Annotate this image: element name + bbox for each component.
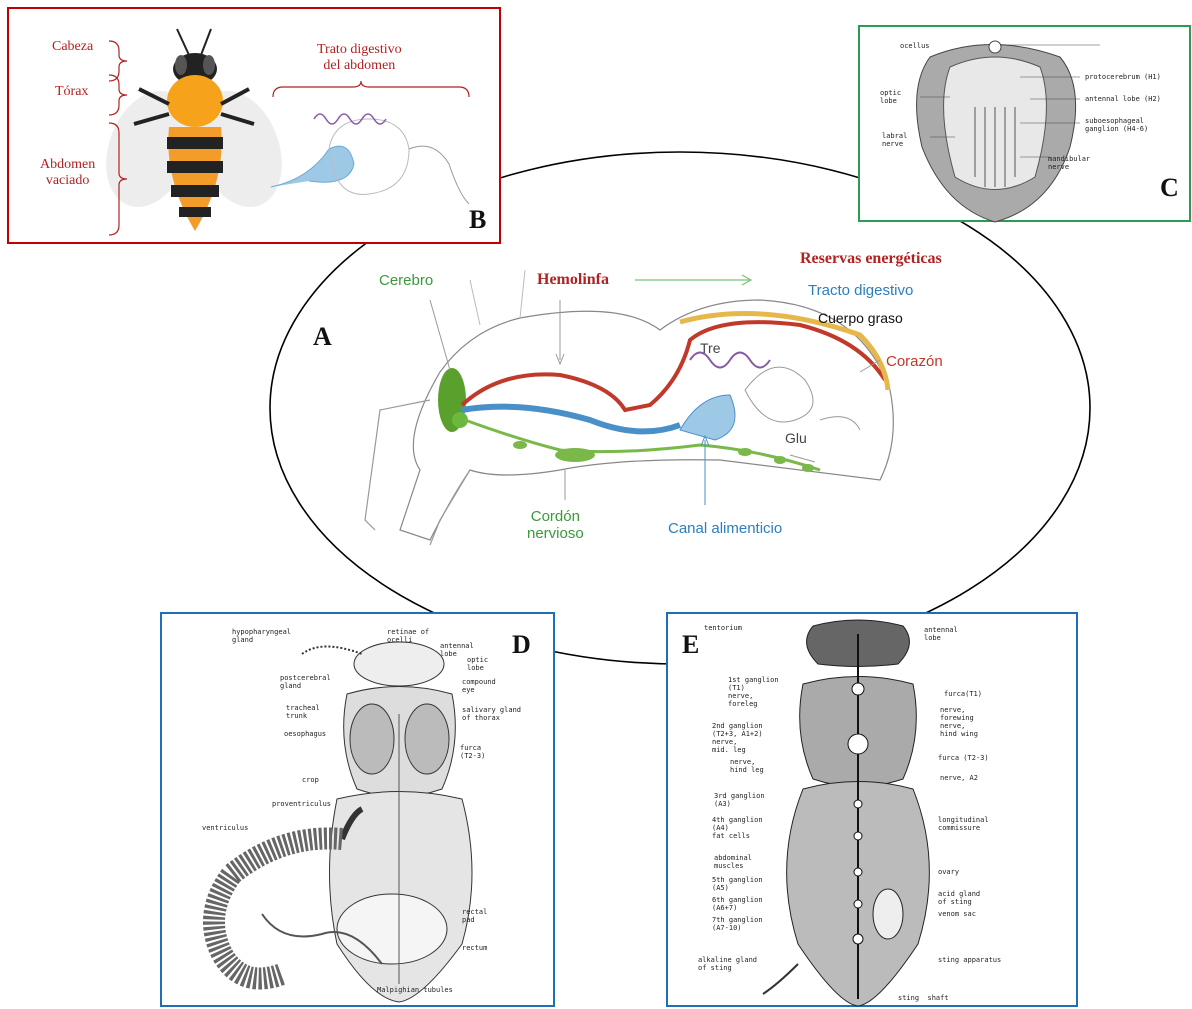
label-d-compound-eye: compound eye: [462, 678, 496, 694]
label-e-sting-shaft: sting shaft: [898, 994, 949, 1002]
label-d-hypopharyngeal: hypopharyngeal gland: [232, 628, 291, 644]
label-cabeza: Cabeza: [52, 39, 93, 55]
label-e-furca-t23: furca (T2-3): [938, 754, 989, 762]
label-abdomen-line1: Abdomen: [40, 157, 95, 173]
label-trato: Trato digestivo del abdomen: [317, 42, 402, 74]
label-e-nerve-wings: nerve, forewing nerve, hind wing: [940, 706, 978, 738]
panel-e: tentorium 1st ganglion (T1) nerve, forel…: [666, 612, 1078, 1007]
label-cordon: Cordón nervioso: [527, 508, 584, 542]
label-antennal-lobe-c: antennal lobe (H2): [1085, 95, 1161, 103]
label-labral-nerve: labral nerve: [882, 132, 907, 148]
label-e-commissure: longitudinal commissure: [938, 816, 989, 832]
label-protocerebrum: protocerebrum (H1): [1085, 73, 1161, 81]
label-canal: Canal alimenticio: [668, 520, 782, 537]
label-e-tentorium: tentorium: [704, 624, 742, 632]
label-d-proventriculus: proventriculus: [272, 800, 331, 808]
label-e-acid-gland: acid gland of sting: [938, 890, 980, 906]
label-e-furca-t1: furca(T1): [944, 690, 982, 698]
panel-c: ocellus optic lobe protocerebrum (H1) an…: [858, 25, 1191, 222]
label-e-abdominal-muscles: abdominal muscles: [714, 854, 752, 870]
label-mandibular: mandibular nerve: [1048, 155, 1090, 171]
bee-digestive-diagram: [162, 614, 557, 1009]
label-cordon-line1: Cordón: [527, 508, 584, 525]
label-cuerpo-graso: Cuerpo graso: [818, 310, 903, 326]
label-d-furca: furca (T2-3): [460, 744, 485, 760]
label-e-ganglion-1: 1st ganglion (T1) nerve, foreleg: [728, 676, 779, 708]
panel-a-letter: A: [313, 322, 332, 352]
label-torax: Tórax: [55, 84, 88, 100]
label-e-alkaline: alkaline gland of sting: [698, 956, 757, 972]
label-e-sting-apparatus: sting apparatus: [938, 956, 1001, 964]
label-reservas: Reservas energéticas: [800, 250, 942, 268]
bee-nervous-diagram: [668, 614, 1080, 1009]
label-e-ganglion-5: 5th ganglion (A5): [712, 876, 763, 892]
label-subesophageal: suboesophageal ganglion (H4-6): [1085, 117, 1148, 133]
label-abdomen-line2: vaciado: [40, 173, 95, 189]
label-abdomen: Abdomen vaciado: [40, 157, 95, 189]
label-e-ganglion-4: 4th ganglion (A4) fat cells: [712, 816, 763, 840]
label-e-ganglion-6: 6th ganglion (A6+7): [712, 896, 763, 912]
label-d-retinae: retinae of ocelli: [387, 628, 429, 644]
label-tre: Tre: [700, 340, 720, 356]
label-glu: Glu: [785, 430, 807, 446]
label-ocellus: ocellus: [900, 42, 930, 50]
label-d-optic: optic lobe: [467, 656, 488, 672]
label-d-oesophagus: oesophagus: [284, 730, 326, 738]
label-tracto: Tracto digestivo: [808, 282, 913, 299]
panel-b: Cabeza Tórax Abdomen vaciado Trato diges…: [7, 7, 501, 244]
label-d-ventriculus: ventriculus: [202, 824, 248, 832]
panel-c-letter: C: [1160, 173, 1179, 203]
label-e-ganglion-3: 3rd ganglion (A3): [714, 792, 765, 808]
label-d-rectal-pad: rectal pad: [462, 908, 487, 924]
label-hemolinfa: Hemolinfa: [537, 271, 609, 289]
label-e-ganglion-2: 2nd ganglion (T2+3, A1+2) nerve, mid. le…: [712, 722, 763, 754]
label-trato-line2: del abdomen: [317, 58, 402, 74]
label-corazon: Corazón: [886, 353, 943, 370]
label-cerebro: Cerebro: [379, 272, 433, 289]
label-optic-lobe-c: optic lobe: [880, 89, 901, 105]
label-e-venom-sac: venom sac: [938, 910, 976, 918]
label-e-nerve-a2: nerve, A2: [940, 774, 978, 782]
panel-e-letter: E: [682, 630, 699, 660]
label-d-malpighian: Malpighian tubules: [377, 986, 453, 994]
panel-d-letter: D: [512, 630, 531, 660]
label-trato-line1: Trato digestivo: [317, 42, 402, 58]
label-e-antennal: antennal lobe: [924, 626, 958, 642]
panel-d: hypopharyngeal gland postcerebral gland …: [160, 612, 555, 1007]
label-d-crop: crop: [302, 776, 319, 784]
label-d-tracheal: tracheal trunk: [286, 704, 320, 720]
label-e-nerve-hind-leg: nerve, hind leg: [730, 758, 764, 774]
label-e-ganglion-7: 7th ganglion (A7-10): [712, 916, 763, 932]
label-cordon-line2: nervioso: [527, 525, 584, 542]
label-d-rectum: rectum: [462, 944, 487, 952]
label-e-ovary: ovary: [938, 868, 959, 876]
label-d-postcerebral: postcerebral gland: [280, 674, 331, 690]
label-d-salivary: salivary gland of thorax: [462, 706, 521, 722]
panel-b-letter: B: [469, 205, 486, 235]
